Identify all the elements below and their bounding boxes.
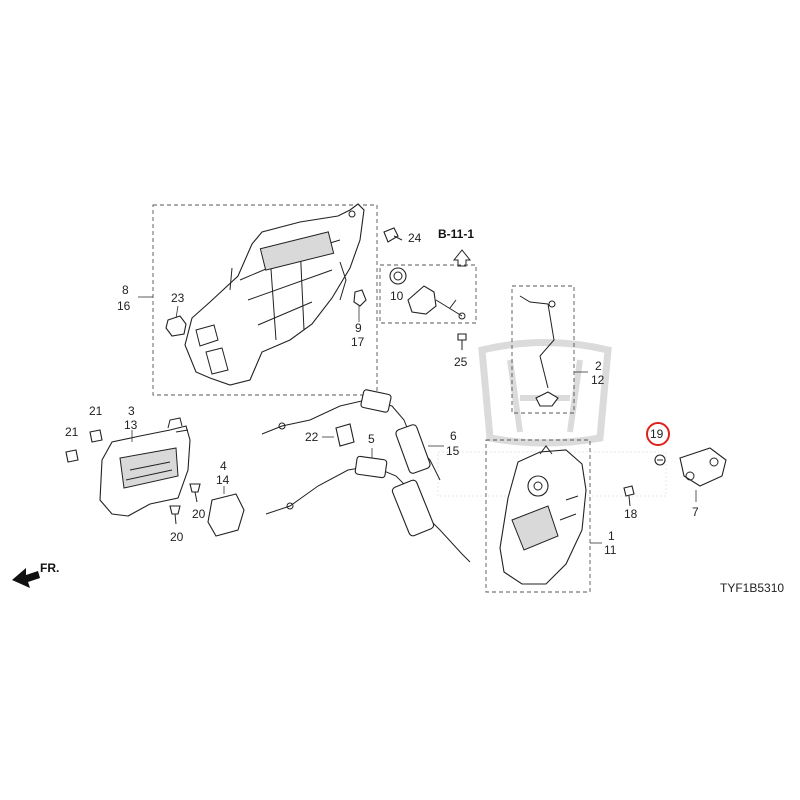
label-9: 9	[355, 321, 362, 335]
door-lock-actuator[interactable]	[184, 203, 365, 386]
highlight-circle-19	[646, 422, 670, 446]
label-3: 3	[128, 404, 135, 418]
reference-label: B-11-1	[438, 227, 474, 241]
label-8: 8	[122, 283, 129, 297]
key-cylinder[interactable]	[389, 267, 466, 320]
label-4: 4	[220, 459, 227, 473]
direction-label: FR.	[40, 561, 59, 575]
door-latch-assembly[interactable]	[499, 445, 587, 585]
cable-6-15[interactable]	[261, 389, 441, 481]
cable-clip-22[interactable]	[335, 423, 355, 447]
label-21-upper: 21	[89, 404, 103, 418]
door-striker[interactable]	[679, 447, 727, 487]
label-20-lower: 20	[170, 530, 184, 544]
label-17: 17	[351, 335, 365, 349]
label-15: 15	[446, 444, 460, 458]
screw-25[interactable]	[457, 333, 467, 350]
inner-handle[interactable]	[99, 417, 191, 517]
front-direction-arrow	[12, 568, 40, 588]
label-21-lower: 21	[65, 425, 79, 439]
screw-20-upper[interactable]	[189, 483, 201, 503]
label-20-upper: 20	[192, 507, 206, 521]
label-13: 13	[124, 418, 138, 432]
label-22: 22	[305, 430, 319, 444]
label-19: 19	[650, 427, 664, 441]
cable-5[interactable]	[265, 455, 471, 563]
group-box-rod	[511, 285, 575, 414]
label-6: 6	[450, 429, 457, 443]
figure-code: TYF1B5310	[720, 581, 784, 595]
lock-rod[interactable]	[519, 295, 559, 407]
clip-21-lower[interactable]	[65, 449, 79, 463]
label-25: 25	[454, 355, 468, 369]
screw-9-17[interactable]	[353, 289, 367, 307]
screw-18[interactable]	[623, 485, 635, 507]
reference-arrow	[452, 249, 472, 267]
label-12: 12	[591, 373, 605, 387]
label-7: 7	[692, 505, 699, 519]
label-5: 5	[368, 432, 375, 446]
screw-19[interactable]	[654, 454, 666, 466]
label-11: 11	[604, 543, 617, 557]
clip-21-upper[interactable]	[89, 429, 103, 443]
bolt-24[interactable]	[383, 227, 403, 243]
group-box-latch	[485, 439, 591, 593]
label-24: 24	[408, 231, 422, 245]
handle-escutcheon[interactable]	[207, 493, 245, 537]
label-2: 2	[595, 359, 602, 373]
label-10: 10	[390, 289, 404, 303]
screw-20-lower[interactable]	[169, 505, 181, 525]
clip-23[interactable]	[165, 315, 187, 337]
group-box-actuator	[152, 204, 378, 396]
label-1: 1	[608, 529, 615, 543]
label-16: 16	[117, 299, 131, 313]
label-14: 14	[216, 473, 230, 487]
label-23: 23	[171, 291, 185, 305]
label-18: 18	[624, 507, 638, 521]
